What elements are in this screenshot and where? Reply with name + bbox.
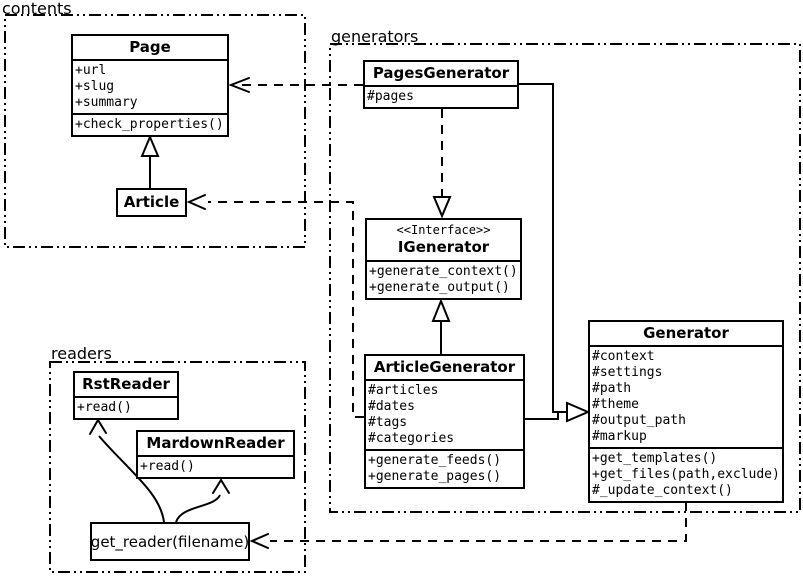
class-box-mardownreader: MardownReader +read() bbox=[136, 430, 295, 479]
interface-stereotype: <<Interface>> bbox=[396, 223, 491, 237]
class-box-article: Article bbox=[116, 188, 187, 217]
generator-attributes-section: #context #settings #path #theme #output_… bbox=[590, 345, 782, 447]
package-label-readers: readers bbox=[51, 344, 112, 363]
class-name-igenerator: IGenerator bbox=[397, 238, 490, 256]
package-label-contents: contents bbox=[2, 0, 72, 18]
class-box-pagesgenerator: PagesGenerator #pages bbox=[363, 60, 519, 109]
attribute: #articles bbox=[368, 383, 439, 398]
rstreader-methods-section: +read() bbox=[75, 396, 177, 418]
method: +generate_pages() bbox=[368, 469, 502, 484]
arrow-articlegenerator-extends-igenerator bbox=[431, 298, 451, 354]
arrow-pagesgenerator-uses-page bbox=[228, 77, 363, 93]
attribute: #theme bbox=[592, 397, 639, 412]
arrow-getreader-to-rstreader bbox=[89, 418, 165, 523]
articlegenerator-attributes-section: #articles #dates #tags #categories bbox=[366, 379, 523, 449]
attribute: +slug bbox=[75, 79, 115, 94]
method: #_update_context() bbox=[592, 483, 733, 498]
class-name-mardownreader: MardownReader bbox=[146, 434, 285, 452]
class-box-generator: Generator #context #settings #path #them… bbox=[588, 320, 784, 503]
package-label-generators: generators bbox=[331, 27, 419, 46]
class-name-articlegenerator: ArticleGenerator bbox=[373, 358, 516, 376]
method: +read() bbox=[77, 400, 132, 415]
attribute: #settings bbox=[592, 365, 663, 380]
function-box-get-reader: get_reader(filename) bbox=[90, 522, 250, 561]
attribute: #markup bbox=[592, 429, 647, 444]
arrow-generator-uses-getreader bbox=[249, 502, 687, 549]
generator-methods-section: +get_templates() +get_files(path,exclude… bbox=[590, 447, 782, 501]
articlegenerator-methods-section: +generate_feeds() +generate_pages() bbox=[366, 449, 523, 487]
igenerator-header: <<Interface>> IGenerator bbox=[367, 220, 520, 260]
attribute: #pages bbox=[367, 89, 414, 104]
class-name-rstreader: RstReader bbox=[82, 375, 170, 393]
method: +get_files(path,exclude) bbox=[592, 467, 780, 482]
class-name-generator: Generator bbox=[643, 324, 729, 342]
method: +generate_feeds() bbox=[368, 453, 502, 468]
method: +generate_context() bbox=[369, 264, 518, 279]
class-name-article: Article bbox=[123, 193, 180, 211]
attribute: +summary bbox=[75, 95, 138, 110]
arrow-articlegenerator-uses-article bbox=[186, 194, 364, 418]
package-border-generators bbox=[329, 43, 801, 513]
page-attributes-section: +url +slug +summary bbox=[73, 59, 227, 113]
attribute: #context bbox=[592, 349, 655, 364]
class-box-articlegenerator: ArticleGenerator #articles #dates #tags … bbox=[364, 354, 525, 489]
class-box-igenerator: <<Interface>> IGenerator +generate_conte… bbox=[365, 218, 522, 300]
class-box-page: Page +url +slug +summary +check_properti… bbox=[71, 34, 229, 137]
class-name-page: Page bbox=[129, 38, 171, 56]
package-border-readers bbox=[49, 361, 306, 573]
method: +read() bbox=[140, 459, 195, 474]
method: +get_templates() bbox=[592, 451, 718, 466]
attribute: #dates bbox=[368, 399, 415, 414]
attribute: #output_path bbox=[592, 413, 686, 428]
package-border-contents bbox=[4, 14, 306, 248]
arrow-generators-extend-generator bbox=[519, 83, 591, 423]
arrow-article-extends-page bbox=[140, 134, 160, 188]
attribute: +url bbox=[75, 63, 107, 78]
arrow-getreader-to-mardownreader bbox=[175, 478, 230, 523]
arrow-pagesgenerator-implements-igenerator bbox=[432, 109, 452, 219]
pagesgenerator-attributes-section: #pages bbox=[365, 85, 517, 107]
method: +generate_output() bbox=[369, 280, 510, 295]
attribute: #categories bbox=[368, 431, 455, 446]
attribute: #path bbox=[592, 381, 632, 396]
function-name-get-reader: get_reader(filename) bbox=[90, 532, 250, 551]
attribute: #tags bbox=[368, 415, 408, 430]
class-name-pagesgenerator: PagesGenerator bbox=[372, 64, 510, 82]
class-box-rstreader: RstReader +read() bbox=[73, 371, 179, 420]
igenerator-methods-section: +generate_context() +generate_output() bbox=[367, 260, 520, 298]
mardownreader-methods-section: +read() bbox=[138, 455, 293, 477]
method: +check_properties() bbox=[75, 117, 224, 132]
page-methods-section: +check_properties() bbox=[73, 113, 227, 135]
